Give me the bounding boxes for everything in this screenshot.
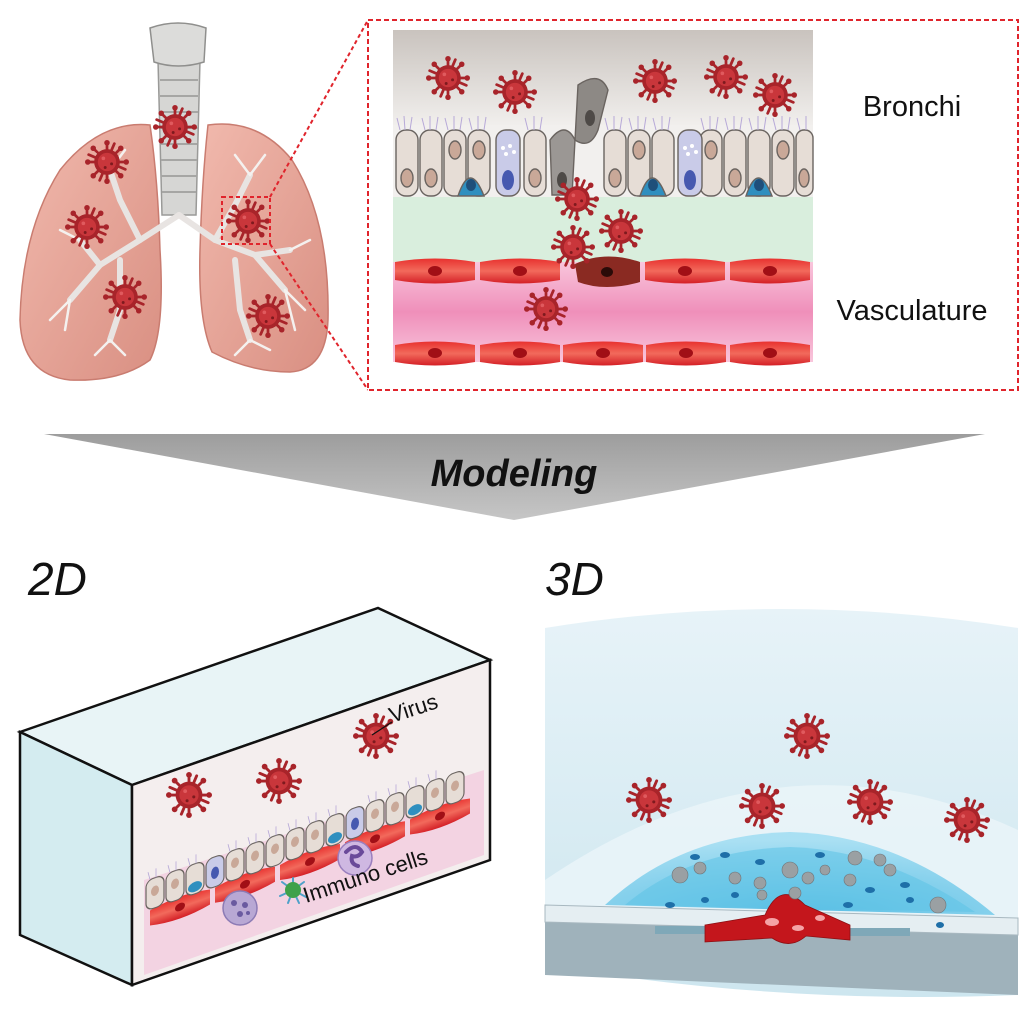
virus-particle-icon xyxy=(493,70,537,114)
virus-particle-icon xyxy=(847,779,893,825)
modeling-label: Modeling xyxy=(431,453,598,495)
cell-spots xyxy=(665,852,944,928)
2d-model-box: Virus Immuno cells xyxy=(16,606,494,987)
virus-particle-icon xyxy=(65,205,109,249)
virus-pointer xyxy=(371,721,393,736)
virus-particle-icon xyxy=(784,713,830,759)
vasculature-label: Vasculature xyxy=(837,295,988,327)
virus-particle-icon xyxy=(166,772,212,818)
virus-particle-icon xyxy=(626,777,672,823)
3d-title: 3D xyxy=(545,553,604,605)
virus-particle-icon xyxy=(551,225,595,269)
virus-particle-icon xyxy=(426,56,470,100)
immune-cell-icon xyxy=(222,890,258,926)
bronchi-label: Bronchi xyxy=(863,91,961,123)
virus-particle-icon xyxy=(555,177,599,221)
virus-particle-icon xyxy=(704,55,748,99)
virus-particle-icon xyxy=(103,275,147,319)
virus-particle-icon xyxy=(246,294,290,338)
virus-particle-icon xyxy=(153,105,197,149)
zoom-connector-lines xyxy=(269,19,369,391)
endothelial-layer xyxy=(395,256,810,366)
zoom-region-marker xyxy=(221,196,271,245)
cell-aggregates xyxy=(671,850,947,914)
virus-particle-icon xyxy=(524,287,568,331)
epithelial-layer xyxy=(395,77,814,197)
tissue-inset: Bronchi Vasculature xyxy=(367,19,1019,391)
virus-particle-icon xyxy=(753,73,797,117)
dendritic-cell-icon xyxy=(279,877,307,904)
3d-model xyxy=(544,609,1019,997)
virus-particle-icon xyxy=(599,209,643,253)
virus-particle-icon xyxy=(944,797,990,843)
virus-particle-icon xyxy=(85,140,129,184)
virus-particle-icon xyxy=(633,59,677,103)
vessel-network xyxy=(704,894,851,944)
2d-title: 2D xyxy=(27,553,87,605)
modeling-arrow: Modeling xyxy=(44,434,985,520)
virus-particle-icon xyxy=(256,758,302,804)
cilia xyxy=(396,115,807,131)
lung-illustration xyxy=(19,22,329,381)
virus-particle-icon xyxy=(739,783,785,829)
virus-particle-icon xyxy=(226,199,270,243)
neutrophil-icon xyxy=(337,840,373,876)
